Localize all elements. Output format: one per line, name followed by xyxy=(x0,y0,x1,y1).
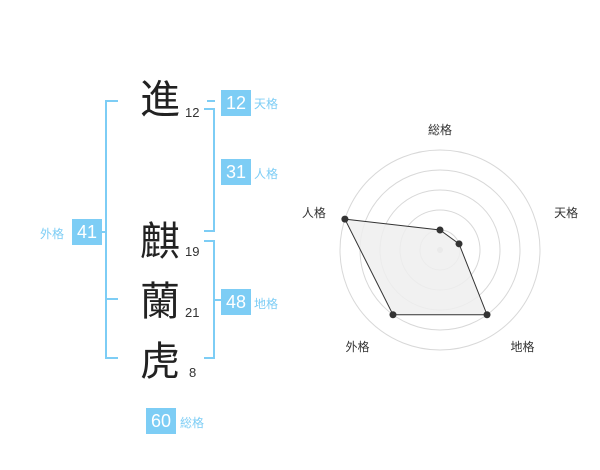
name-char-3: 蘭 xyxy=(140,279,180,325)
radar-axis-label-2: 天格 xyxy=(554,205,578,220)
radar-series-polygon xyxy=(344,218,488,316)
soukaku-label: 総格 xyxy=(180,416,205,430)
name-char-4: 虎 xyxy=(140,339,180,385)
radar-point-2 xyxy=(455,240,463,248)
soukaku-value: 60 xyxy=(146,408,176,434)
radar-axis-label-4: 外格 xyxy=(345,339,369,354)
radar-point-4 xyxy=(389,311,397,319)
radar-axis-label-1: 総格 xyxy=(428,122,452,137)
radar-chart: 総格天格地格 外格 人格 xyxy=(300,110,580,360)
radar-point-3 xyxy=(483,311,491,319)
gaikaku-label: 外格 xyxy=(40,227,65,241)
name-char-1: 進 xyxy=(140,77,180,123)
radar-axis-label-5: 人格 xyxy=(302,205,326,220)
stroke-count-4: 8 xyxy=(189,365,197,380)
stroke-count-2: 19 xyxy=(185,244,200,259)
name-char-2: 麒 xyxy=(140,219,180,265)
stroke-count-3: 21 xyxy=(185,305,200,320)
jinkaku-value: 31 xyxy=(221,159,251,185)
gaikaku-value: 41 xyxy=(72,219,102,245)
radar-point-1 xyxy=(436,226,444,234)
jinkaku-label: 人格 xyxy=(254,167,279,181)
radar-axis-label-3: 地格 xyxy=(511,339,535,354)
tenkaku-value: 12 xyxy=(221,90,251,116)
chikaku-label: 地格 xyxy=(254,297,279,311)
stroke-count-1: 12 xyxy=(185,105,200,120)
chikaku-value: 48 xyxy=(221,289,251,315)
radar-point-5 xyxy=(341,215,349,223)
radar-ring xyxy=(339,149,541,351)
tenkaku-label: 天格 xyxy=(254,97,279,111)
